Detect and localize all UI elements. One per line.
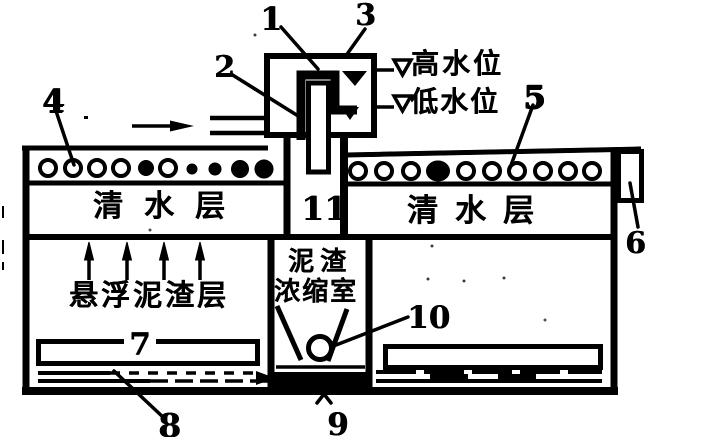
float-mark-low: [341, 107, 359, 120]
label-sludge-chamber-2: 浓缩室: [274, 276, 359, 306]
flow-arrow-head: [170, 120, 194, 132]
leader-10: [334, 315, 410, 347]
funnel-left: [274, 304, 304, 362]
callout-6: 6: [625, 226, 646, 261]
callout-3: 3: [355, 0, 376, 33]
callout-8: 8: [158, 406, 181, 437]
water-level-icon-low: [390, 94, 415, 115]
label-clear-water-left: 清水层: [93, 190, 246, 223]
callout-7: 7: [124, 330, 156, 361]
float-mark-high: [342, 71, 367, 86]
label-clear-water-right: 清水层: [407, 193, 551, 228]
leader-9: [315, 391, 333, 405]
label-sludge-chamber-1: 泥渣: [288, 246, 353, 276]
perforations-right: [348, 160, 602, 182]
label-suspended-sludge: 悬浮泥渣层: [69, 280, 230, 312]
right-collector-duct: [383, 344, 603, 370]
callout-2: 2: [214, 50, 235, 85]
leader-6: [628, 181, 640, 229]
overflow-box: [616, 149, 644, 203]
sludge-flow-arrow: [256, 371, 275, 385]
scan-specks: [2, 33, 547, 322]
water-level-icon-high: [390, 58, 415, 79]
upflow-arrows: [83, 241, 206, 280]
leader-3: [343, 27, 367, 59]
leader-4: [54, 109, 76, 167]
chamber-bottom-bar: [274, 372, 366, 387]
inlet-tube: [296, 70, 357, 140]
sludge-outlet-circle: [306, 334, 334, 362]
label-low-water: 低水位: [410, 86, 501, 117]
leader-2: [229, 72, 305, 121]
leader-5: [508, 103, 535, 170]
label-high-water: 高水位: [411, 48, 505, 79]
callout-10: 10: [407, 300, 451, 336]
callout-1: 1: [260, 0, 283, 38]
tank-top-right-line: [344, 146, 642, 158]
central-pipe: [306, 80, 331, 175]
callout-4: 4: [42, 82, 65, 120]
callout-5: 5: [523, 78, 546, 116]
callout-9: 9: [327, 407, 349, 437]
callout-11: 11: [301, 189, 347, 228]
leader-1: [279, 25, 320, 71]
leader-8: [112, 369, 166, 420]
